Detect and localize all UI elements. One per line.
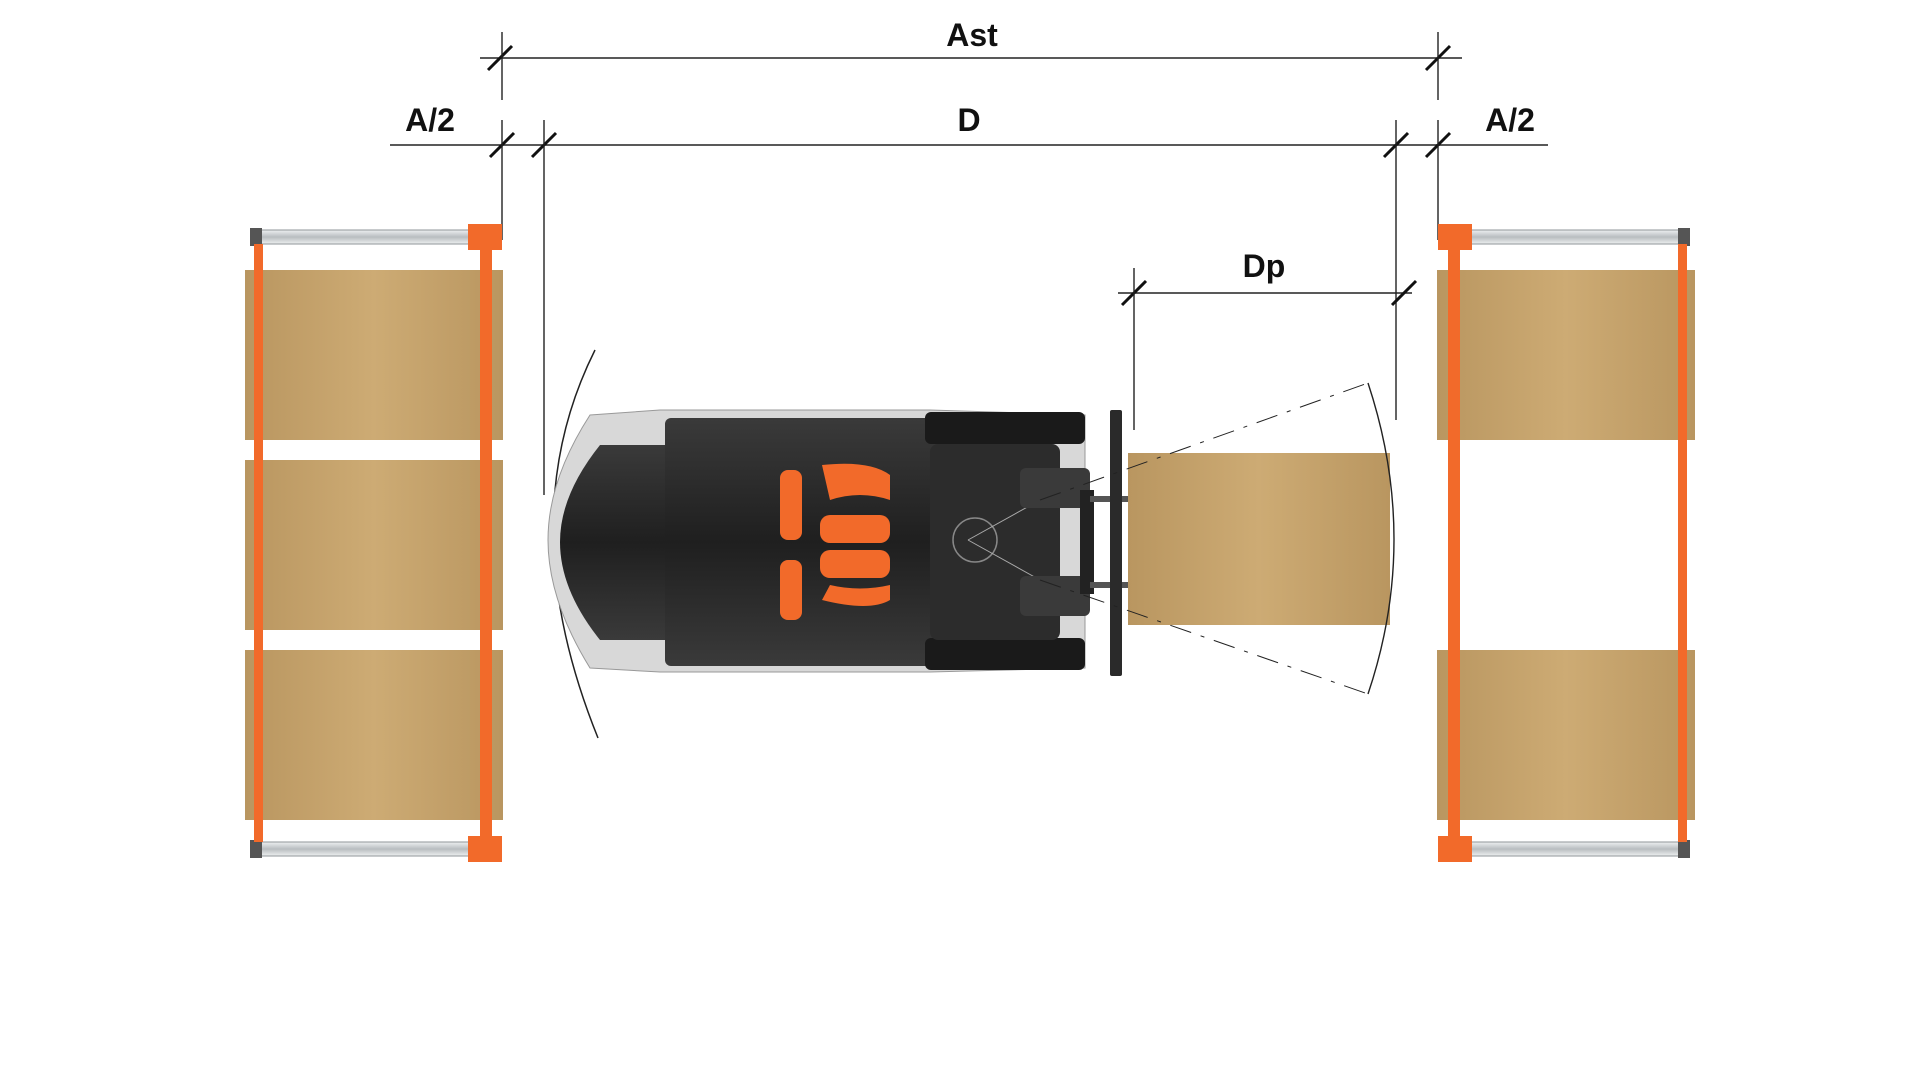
pallet-load <box>245 460 503 630</box>
dimension-a-half-left: A/2 <box>390 102 516 159</box>
dimension-d: D <box>501 102 1440 495</box>
dimension-ast: Ast <box>480 17 1462 100</box>
pallet-load <box>1437 650 1695 820</box>
dimension-label-a-half-left: A/2 <box>405 102 455 138</box>
dimension-a-half-right: A/2 <box>1424 102 1548 240</box>
dimension-dp: Dp <box>1118 248 1418 430</box>
load-on-forks <box>1039 382 1395 695</box>
operator-seat <box>780 470 802 540</box>
pallet-load <box>245 650 503 820</box>
pallet-load <box>245 270 503 440</box>
dimension-label-d: D <box>957 102 980 138</box>
dimension-label-a-half-right: A/2 <box>1485 102 1535 138</box>
dimension-label-dp: Dp <box>1243 248 1286 284</box>
dimension-label-ast: Ast <box>946 17 998 53</box>
forklift-top-view-icon <box>547 349 1128 739</box>
pallet-load <box>1437 270 1695 440</box>
pallet-rack-right <box>1437 224 1695 862</box>
pallet-rack-left <box>245 224 503 862</box>
